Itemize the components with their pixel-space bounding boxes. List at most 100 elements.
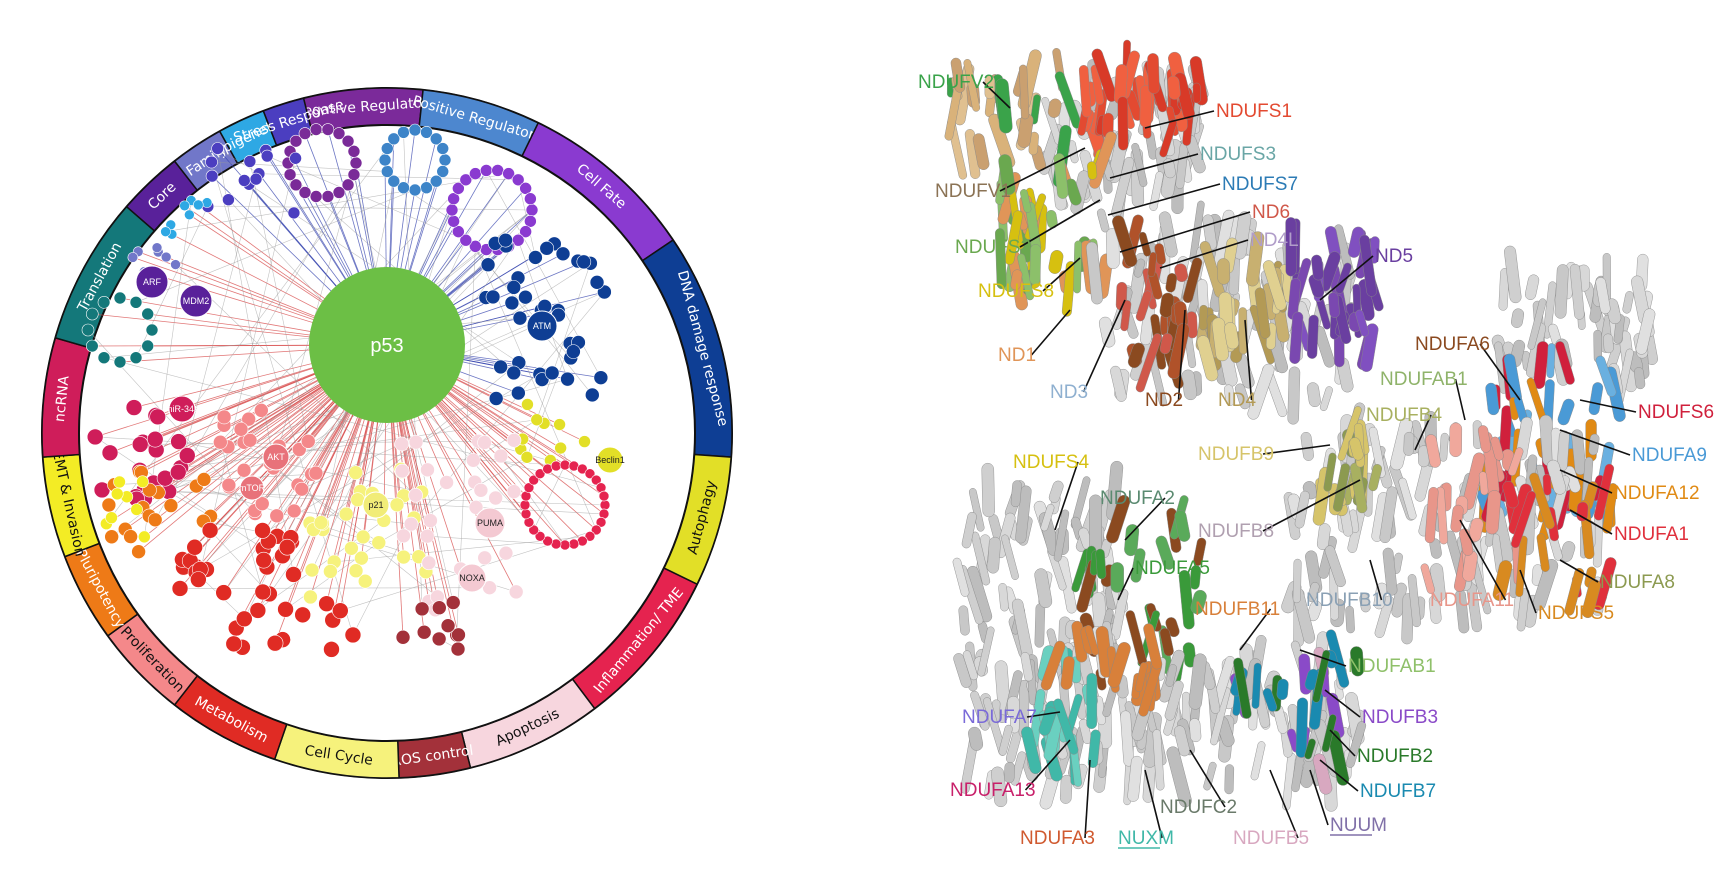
protein-helix bbox=[1090, 64, 1104, 105]
network-node bbox=[298, 186, 312, 199]
protein-helix bbox=[1319, 386, 1333, 411]
protein-helix bbox=[1468, 517, 1484, 542]
protein-helix bbox=[1533, 341, 1549, 389]
subunit-label: NDUFA7 bbox=[962, 707, 1037, 728]
network-node bbox=[129, 351, 143, 365]
network-node bbox=[222, 193, 235, 206]
protein-helix bbox=[1450, 504, 1464, 533]
network-node bbox=[524, 192, 537, 206]
protein-helix bbox=[995, 228, 1007, 290]
subunit-label: NDUFB7 bbox=[1360, 781, 1436, 802]
protein-helix bbox=[1368, 426, 1386, 478]
network-node bbox=[160, 251, 172, 263]
protein-helix bbox=[1178, 569, 1195, 630]
protein-helix bbox=[1304, 738, 1316, 760]
protein-helix bbox=[1337, 406, 1362, 461]
network-node bbox=[468, 500, 484, 515]
hub-node-label: NOXA bbox=[459, 573, 485, 583]
leader-line bbox=[1299, 649, 1347, 667]
network-node bbox=[130, 503, 143, 516]
network-node bbox=[233, 421, 249, 437]
network-node bbox=[179, 200, 190, 212]
protein-helix bbox=[1135, 333, 1162, 393]
protein-helix bbox=[1485, 382, 1500, 416]
network-node bbox=[568, 538, 580, 550]
protein-helix bbox=[977, 626, 995, 677]
network-node bbox=[459, 173, 473, 187]
protein-helix bbox=[1307, 582, 1320, 603]
network-node bbox=[278, 538, 296, 556]
subunit-label: ND4L bbox=[1250, 230, 1299, 251]
network-node bbox=[431, 631, 447, 647]
leader-line bbox=[1262, 444, 1331, 455]
leader-line bbox=[1519, 569, 1537, 614]
network-node bbox=[332, 186, 346, 199]
protein-helix bbox=[1254, 287, 1271, 339]
network-edge bbox=[178, 441, 422, 493]
network-node bbox=[85, 339, 99, 353]
protein-helix bbox=[962, 650, 978, 681]
network-node bbox=[125, 399, 143, 416]
protein-helix bbox=[1306, 382, 1321, 408]
protein-helix bbox=[1238, 307, 1248, 355]
complex-i-structures bbox=[944, 39, 1658, 812]
network-node bbox=[254, 583, 272, 601]
protein-helix bbox=[1127, 755, 1143, 802]
network-node bbox=[504, 295, 520, 311]
protein-helix bbox=[1095, 548, 1107, 580]
network-node bbox=[147, 512, 163, 528]
protein-helix bbox=[1098, 316, 1116, 348]
network-node bbox=[347, 145, 361, 158]
network-node bbox=[169, 463, 187, 481]
p53-hub-label: p53 bbox=[370, 335, 403, 357]
network-edge bbox=[165, 173, 509, 232]
protein-helix bbox=[1622, 291, 1634, 314]
network-edge bbox=[175, 264, 416, 496]
leader-line bbox=[1030, 309, 1071, 356]
network-node bbox=[308, 465, 324, 481]
network-node bbox=[110, 487, 124, 501]
subunit-label: NDUFA3 bbox=[1020, 828, 1095, 849]
network-node bbox=[396, 528, 411, 544]
protein-helix bbox=[1602, 483, 1618, 534]
network-edge bbox=[180, 419, 537, 469]
network-node bbox=[408, 123, 422, 137]
subunit-label: NDUFV1 bbox=[935, 181, 1011, 202]
network-node bbox=[378, 153, 392, 167]
protein-helix bbox=[1192, 82, 1201, 104]
protein-helix bbox=[1306, 600, 1322, 622]
protein-helix bbox=[1030, 94, 1041, 125]
leader-line bbox=[1026, 711, 1061, 718]
network-node bbox=[480, 257, 496, 273]
protein-helix bbox=[1250, 741, 1266, 781]
subunit-label: NDUFS8 bbox=[978, 281, 1054, 302]
network-node bbox=[559, 459, 571, 471]
network-node bbox=[304, 562, 320, 578]
leader-line bbox=[1579, 399, 1637, 413]
network-node bbox=[432, 600, 447, 616]
protein-helix bbox=[1233, 657, 1252, 719]
network-node bbox=[249, 602, 267, 619]
hub-node-label: mTOR bbox=[239, 483, 266, 493]
protein-helix bbox=[1424, 487, 1439, 544]
network-node bbox=[423, 513, 438, 528]
network-node bbox=[530, 413, 544, 427]
network-node bbox=[146, 430, 164, 448]
protein-helix bbox=[1174, 263, 1189, 283]
protein-helix bbox=[1345, 721, 1367, 768]
protein-helix bbox=[1182, 257, 1203, 303]
network-node bbox=[550, 460, 562, 472]
protein-helix bbox=[1569, 263, 1585, 320]
network-node bbox=[506, 280, 522, 295]
protein-helix bbox=[1439, 432, 1449, 462]
protein-helix bbox=[1112, 215, 1138, 267]
protein-helix bbox=[1047, 98, 1062, 118]
protein-helix bbox=[1158, 211, 1178, 258]
network-node bbox=[318, 595, 335, 613]
protein-helix bbox=[1196, 335, 1219, 382]
hub-node bbox=[135, 265, 169, 299]
protein-helix bbox=[972, 133, 990, 170]
leader-line bbox=[1559, 429, 1631, 456]
network-node bbox=[477, 550, 493, 566]
network-node bbox=[344, 626, 362, 644]
